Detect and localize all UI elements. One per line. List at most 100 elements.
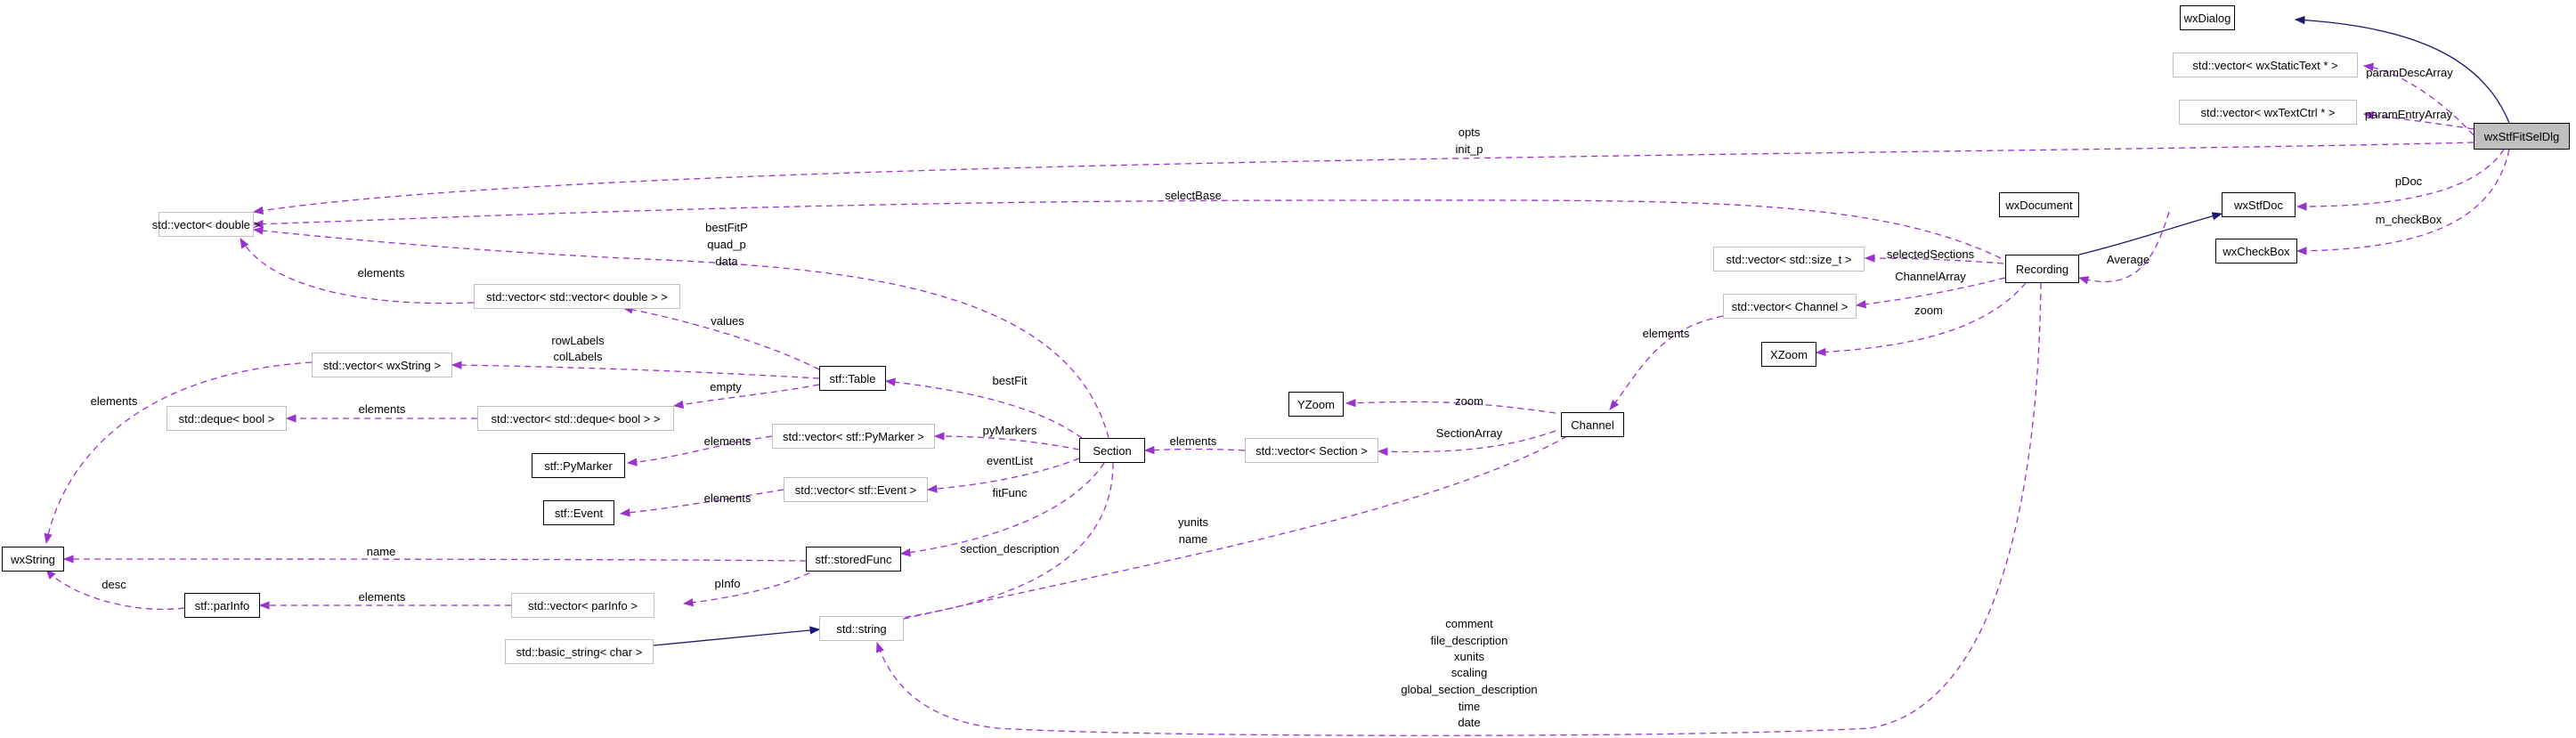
label-quad-p: quad_p [707,238,746,251]
label-elements-channel: elements [1642,327,1690,340]
edge-yunits-name [875,435,1568,628]
node-std-string[interactable]: std::string [819,616,904,641]
node-vector-deque-bool[interactable]: std::vector< std::deque< bool > > [477,406,674,431]
edge-fitfunc [899,462,1105,557]
node-stf-parinfo[interactable]: stf::parInfo [184,593,260,618]
label-collabels: colLabels [553,350,603,363]
node-vector-event[interactable]: std::vector< stf::Event > [784,477,928,502]
node-section[interactable]: Section [1079,438,1145,463]
edge-sectionarray [1377,430,1556,456]
edge-zoom-y [1345,398,1556,414]
node-stf-table[interactable]: stf::Table [819,366,886,391]
node-vector-wxtextctrl[interactable]: std::vector< wxTextCtrl * > [2179,100,2357,125]
label-time: time [1458,700,1481,713]
node-stf-storedfunc[interactable]: stf::storedFunc [806,547,901,572]
label-elements-parinfo: elements [358,590,406,604]
label-channelarray: ChannelArray [1895,270,1966,283]
edge-bestfit [884,377,1083,439]
edge-elements-wxstring [44,361,313,545]
edge-desc [45,569,185,611]
node-vector-vector-double[interactable]: std::vector< std::vector< double > > [474,284,680,309]
edge-basicstring-inherit [653,626,821,646]
label-opts: opts [1458,126,1481,139]
edge-eventlist [926,458,1080,493]
edge-paramdescarray [2362,62,2474,136]
label-paramdescarray: paramDescArray [2366,66,2453,79]
label-file-description: file_description [1430,634,1508,647]
node-wxstffitseldlg[interactable]: wxStfFitSelDlg [2474,123,2570,150]
node-vector-wxstring[interactable]: std::vector< wxString > [312,353,452,377]
node-vector-section[interactable]: std::vector< Section > [1245,438,1378,463]
label-zoom-x: zoom [1914,304,1943,317]
label-values: values [711,314,744,328]
label-mcheckbox: m_checkBox [2375,213,2442,226]
label-init-p: init_p [1455,142,1483,156]
edge-selectbase [252,199,2002,259]
node-vector-wxstatictext[interactable]: std::vector< wxStaticText * > [2173,53,2358,77]
label-xunits: xunits [1454,650,1484,663]
edge-elements-channel [1609,315,1724,410]
node-vector-parinfo[interactable]: std::vector< parInfo > [511,593,654,618]
edge-values [622,305,820,370]
label-average: Average [2106,253,2150,266]
edge-average [2077,211,2170,285]
node-stf-pymarker[interactable]: stf::PyMarker [532,453,625,478]
label-sectionarray: SectionArray [1435,426,1503,440]
edge-channelarray [1855,277,2006,309]
edge-section-description [875,462,1114,625]
label-pdoc: pDoc [2394,174,2423,188]
label-empty: empty [710,380,742,393]
edge-pymarkers [933,432,1080,450]
label-desc: desc [102,578,126,591]
label-pymarkers: pyMarkers [982,424,1037,437]
label-name-channel: name [1178,532,1208,546]
edge-rowlabels-collabels [451,361,820,379]
node-recording[interactable]: Recording [2005,255,2079,283]
node-basic-string[interactable]: std::basic_string< char > [505,639,654,664]
label-selectedsections: selectedSections [1886,247,1975,261]
node-wxstfdoc[interactable]: wxStfDoc [2222,192,2296,217]
label-eventlist: eventList [986,454,1034,467]
node-stf-event[interactable]: stf::Event [543,500,614,525]
edge-selectedsections [1864,254,2004,264]
label-pinfo: pInfo [714,577,741,590]
edge-elements-pymarker [626,435,773,466]
label-elements-deque: elements [358,402,406,416]
edge-elements-section [1143,445,1246,455]
node-xzoom[interactable]: XZoom [1761,342,1816,367]
label-scaling: scaling [1451,666,1488,679]
label-elements-section: elements [1169,434,1217,448]
label-data: data [715,255,738,268]
edge-zoom-x [1815,282,2027,357]
label-elements-pymarker: elements [703,434,752,448]
node-deque-bool[interactable]: std::deque< bool > [167,406,287,431]
node-wxdocument[interactable]: wxDocument [1999,192,2079,217]
edge-mcheckbox [2296,149,2510,255]
edge-elements-vvd [240,237,475,304]
edge-wxstfdoc-recording-inherit [2078,212,2223,255]
label-rowlabels: rowLabels [551,334,605,347]
label-paramentryarray: paramEntryArray [2364,108,2453,121]
node-wxstring[interactable]: wxString [2,547,64,572]
label-fitfunc: fitFunc [992,486,1028,499]
node-vector-channel[interactable]: std::vector< Channel > [1723,294,1857,319]
edge-name-func [62,555,807,564]
edge-empty [672,384,820,409]
node-channel[interactable]: Channel [1561,412,1624,437]
label-name-func: name [366,545,396,558]
label-bestfit: bestFit [992,374,1028,387]
node-yzoom[interactable]: YZoom [1288,392,1344,417]
edge-paramentryarray [2362,110,2474,130]
node-vector-size-t[interactable]: std::vector< std::size_t > [1713,247,1865,272]
node-wxdialog[interactable]: wxDialog [2180,5,2235,30]
label-elements-event: elements [703,491,752,505]
label-comment: comment [1445,617,1493,630]
label-date: date [1458,716,1481,729]
edge-opts-initp [252,142,2474,215]
node-vector-double[interactable]: std::vector< double > [152,212,260,237]
node-vector-pymarker[interactable]: std::vector< stf::PyMarker > [772,424,935,449]
node-wxcheckbox[interactable]: wxCheckBox [2215,239,2297,264]
label-section-description: section_description [960,542,1060,556]
edge-wxdialog-inherit [2294,15,2510,124]
